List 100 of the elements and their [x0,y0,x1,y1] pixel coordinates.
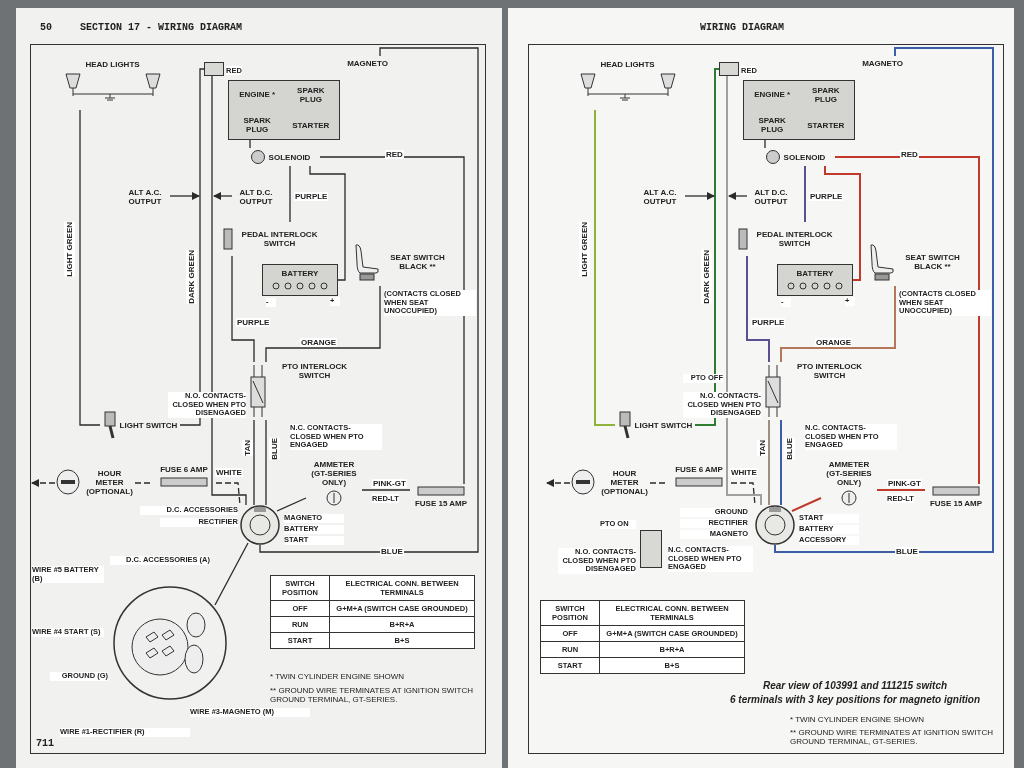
arrow [31,479,56,487]
wire [768,419,770,506]
engine-block [743,80,855,140]
wire [774,47,994,553]
component-label: HEAD LIGHTS [600,60,655,69]
wire [780,285,896,363]
component-label: ALT A.C. OUTPUT [642,188,678,206]
arrow [546,479,571,487]
wire [824,165,861,281]
wire-label: RED [385,150,404,159]
wire-label: TAN [757,440,768,456]
wire [804,165,806,223]
component-label: STARTER [291,120,331,130]
wire [649,482,668,484]
wire-label: PINK-GT [372,479,407,488]
page-heading: WIRING DIAGRAM [700,22,784,33]
wire-label: WHITE [730,468,758,477]
component-label: PEDAL INTERLOCK SWITCH [240,230,319,248]
component-label: ALT D.C. OUTPUT [753,188,789,206]
wire [764,139,766,149]
leader-line [728,192,748,200]
wire [780,419,782,506]
wire [253,419,255,506]
wire-label: PURPLE [236,318,271,327]
wire [211,75,247,506]
ignition-switch-drawing [240,505,280,545]
component-label: MAGNETO [862,58,903,68]
pto-switch-drawing [640,530,662,568]
wire-label: BLUE [895,547,919,556]
wire [319,156,465,485]
component-label: FUSE 6 AMP [675,465,723,474]
component-label: SOLENOID [268,152,311,162]
battery-drawing [262,264,338,296]
wire [876,489,926,491]
component-label: PEDAL INTERLOCK SWITCH [755,230,834,248]
component-label: ALT D.C. OUTPUT [238,188,274,206]
wire-label: ORANGE [815,338,853,347]
wire [594,109,616,426]
wire-label: PINK-GT [887,479,922,488]
component-label: SPARK PLUG [811,85,841,104]
wire-label: WHITE [215,468,243,477]
wire [730,482,756,506]
wire-label: PURPLE [751,318,786,327]
wire [361,489,411,491]
wire [791,497,822,512]
component-label: LIGHT SWITCH [634,420,693,430]
ignition-switch-drawing [755,505,795,545]
wire [726,75,762,506]
leader-line [684,192,715,200]
page-number: 50 [40,22,52,33]
component-label: FUSE 15 AMP [929,499,983,508]
leader-line [169,192,200,200]
footnote: ** GROUND WIRE TERMINATES AT IGNITION SWITCH GROUND TERMINAL, GT-SERIES. [790,728,994,746]
component-label: SOLENOID [783,152,826,162]
component-label: PTO INTERLOCK SWITCH [795,362,864,380]
component-label: BATTERY [281,269,319,278]
component-label: LIGHT SWITCH [119,420,178,430]
wire-label: LIGHT GREEN [579,222,590,277]
wire-label: LIGHT GREEN [64,222,75,277]
component-label: SPARK PLUG [296,85,326,104]
footnote: * TWIN CYLINDER ENGINE SHOWN [270,672,406,681]
caption: 6 terminals with 3 key positions for magneto ignition [728,694,981,705]
battery-drawing [777,264,853,296]
component-label: HOUR METER (OPTIONAL) [85,468,134,496]
key-switch-drawing [110,585,230,700]
caption: Rear view of 103991 and 111215 switch [761,680,949,691]
wire [249,139,251,149]
wire [289,165,291,223]
wire [134,482,153,484]
wire-label: BLUE [380,547,404,556]
wire-label: RED [900,150,919,159]
wire [231,255,255,363]
page-number: 711 [36,738,54,749]
footnote: ** GROUND WIRE TERMINATES AT IGNITION SWITCH GROUND TERMINAL, GT-SERIES. [270,686,474,704]
component-label: SEAT SWITCH BLACK ** [389,253,446,271]
wire [309,165,346,281]
component-label: ENGINE * [238,90,277,100]
component-label: ALT A.C. OUTPUT [127,188,163,206]
component-label: SEAT SWITCH BLACK ** [904,253,961,271]
component-label: MAGNETO [347,58,388,68]
component-label: FUSE 6 AMP [160,465,208,474]
wire [834,156,980,485]
rectifier-box [204,62,224,76]
component-label: SPARK PLUG [757,116,787,135]
wire-label: PURPLE [294,192,329,201]
component-label: HEAD LIGHTS [85,60,140,69]
wire [276,497,307,512]
wire-label: ORANGE [300,338,338,347]
wire [79,109,101,426]
component-label: FUSE 15 AMP [414,499,468,508]
component-label: AMMETER (GT-SERIES ONLY) [825,460,873,487]
component-label: AMMETER (GT-SERIES ONLY) [310,460,358,487]
wire [259,47,479,553]
page-heading: SECTION 17 - WIRING DIAGRAM [80,22,243,33]
component-label: ENGINE * [753,90,792,100]
wire-label: PURPLE [809,192,844,201]
wire [265,285,381,363]
component-label: PTO INTERLOCK SWITCH [280,362,349,380]
component-label: BATTERY [796,269,834,278]
rectifier-box [719,62,739,76]
